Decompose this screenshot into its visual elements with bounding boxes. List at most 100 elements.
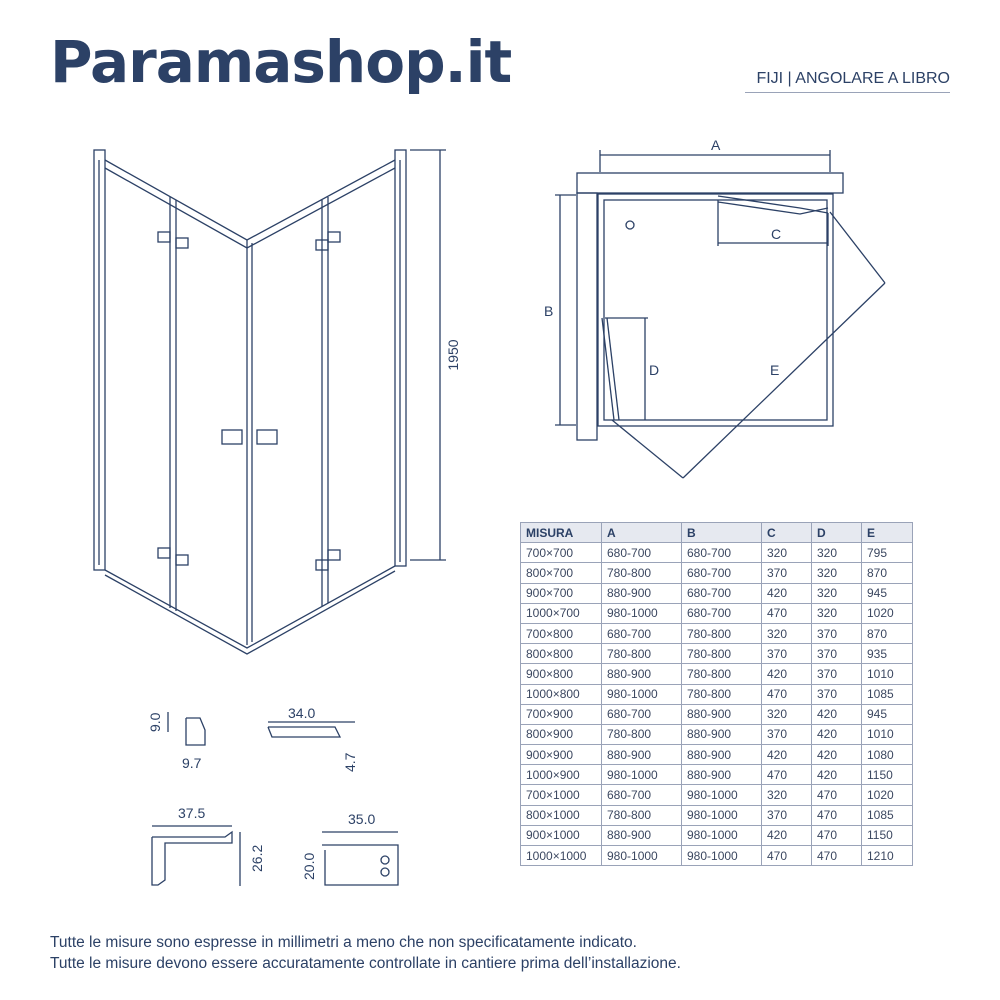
table-cell: 780-800 — [681, 683, 762, 705]
profile-3-height: 26.2 — [249, 845, 265, 872]
table-cell: 780-800 — [601, 804, 682, 826]
table-cell: 780-800 — [681, 663, 762, 685]
note-units: Tutte le misure sono espresse in millime… — [50, 934, 637, 951]
table-cell: 1085 — [861, 804, 913, 826]
table-cell: 900×700 — [520, 582, 602, 604]
table-cell: 320 — [811, 602, 862, 624]
table-cell: 420 — [761, 582, 812, 604]
table-cell: 880-900 — [601, 744, 682, 766]
table-cell: 320 — [761, 622, 812, 645]
table-cell: 800×700 — [520, 562, 602, 584]
table-cell: 680-700 — [681, 542, 762, 564]
table-cell: 945 — [861, 582, 913, 604]
table-cell: 1020 — [861, 784, 913, 806]
table-cell: 680-700 — [601, 784, 682, 806]
profile-2: 34.0 4.7 — [267, 705, 358, 772]
table-cell: 980-1000 — [681, 844, 762, 867]
table-cell: 420 — [811, 744, 862, 766]
profile-3-width: 37.5 — [178, 805, 205, 821]
table-cell: 370 — [811, 663, 862, 685]
table-cell: 780-800 — [681, 643, 762, 665]
table-cell: 935 — [861, 643, 913, 665]
table-cell: 420 — [811, 703, 862, 725]
table-cell: 370 — [811, 622, 862, 645]
table-cell: 370 — [761, 723, 812, 746]
table-cell: 780-800 — [681, 622, 762, 645]
table-cell: 880-900 — [601, 582, 682, 604]
table-cell: 880-900 — [681, 744, 762, 766]
handle-icon — [221, 429, 278, 445]
table-cell: 420 — [761, 663, 812, 685]
height-label: 1950 — [445, 339, 461, 370]
dim-e-label: E — [770, 362, 779, 378]
table-cell: 900×800 — [520, 663, 602, 685]
table-cell: 980-1000 — [601, 844, 682, 867]
column-header: B — [681, 521, 762, 544]
table-cell: 880-900 — [681, 703, 762, 725]
table-cell: 980-1000 — [601, 683, 682, 705]
column-header: C — [761, 521, 812, 544]
profile-4: 35.0 20.0 — [301, 811, 399, 886]
profile-1-width: 9.7 — [182, 755, 202, 771]
table-cell: 780-800 — [601, 723, 682, 746]
table-cell: 370 — [761, 804, 812, 826]
table-cell: 680-700 — [601, 622, 682, 645]
dim-d-label: D — [649, 362, 659, 378]
table-cell: 1000×900 — [520, 764, 602, 786]
table-cell: 980-1000 — [681, 784, 762, 806]
table-cell: 420 — [761, 744, 812, 766]
table-cell: 370 — [761, 562, 812, 584]
table-cell: 420 — [761, 824, 812, 847]
table-cell: 880-900 — [681, 764, 762, 786]
shower-elevation-drawing: 1950 — [93, 149, 461, 655]
table-cell: 470 — [811, 784, 862, 806]
table-cell: 320 — [761, 703, 812, 725]
note-check: Tutte le misure devono essere accuratame… — [50, 955, 681, 972]
table-cell: 1000×700 — [520, 602, 602, 624]
profile-2-height: 4.7 — [342, 752, 358, 772]
profile-4-width: 35.0 — [348, 811, 375, 827]
table-cell: 780-800 — [601, 562, 682, 584]
profile-1: 9.0 9.7 — [147, 712, 206, 771]
table-cell: 470 — [761, 844, 812, 867]
table-cell: 470 — [811, 844, 862, 867]
dim-b-label: B — [544, 303, 553, 319]
column-header: A — [601, 521, 682, 544]
table-cell: 900×1000 — [520, 824, 602, 847]
column-header: MISURA — [520, 521, 602, 544]
dim-c-label: C — [771, 226, 781, 242]
table-cell: 320 — [811, 582, 862, 604]
table-cell: 880-900 — [681, 723, 762, 746]
profile-2-width: 34.0 — [288, 705, 315, 721]
table-cell: 980-1000 — [681, 804, 762, 826]
table-cell: 980-1000 — [601, 764, 682, 786]
table-cell: 870 — [861, 622, 913, 645]
table-cell: 1085 — [861, 683, 913, 705]
table-cell: 800×800 — [520, 643, 602, 665]
table-cell: 980-1000 — [601, 602, 682, 624]
table-cell: 1080 — [861, 744, 913, 766]
table-cell: 680-700 — [681, 582, 762, 604]
table-cell: 700×900 — [520, 703, 602, 725]
profile-1-height: 9.0 — [147, 712, 163, 732]
table-cell: 470 — [761, 683, 812, 705]
table-cell: 880-900 — [601, 663, 682, 685]
table-cell: 1010 — [861, 723, 913, 746]
table-cell: 370 — [761, 643, 812, 665]
table-cell: 320 — [761, 542, 812, 564]
table-cell: 700×1000 — [520, 784, 602, 806]
table-cell: 800×1000 — [520, 804, 602, 826]
